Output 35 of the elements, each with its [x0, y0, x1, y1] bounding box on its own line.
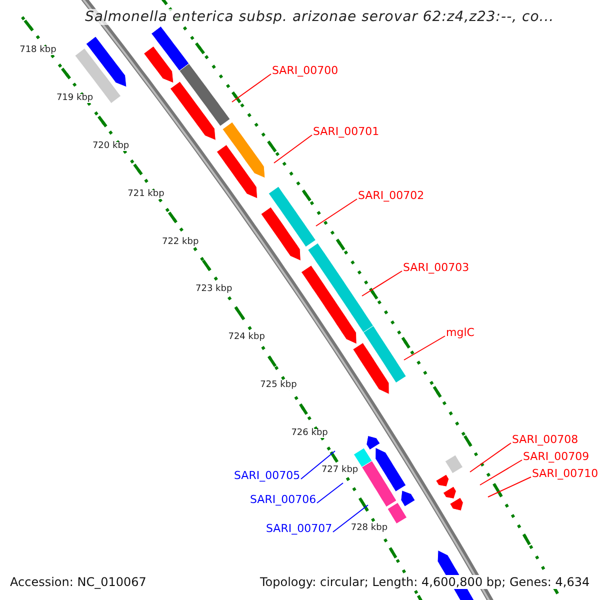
leader-line [470, 442, 512, 472]
leader-line [316, 482, 344, 504]
leader-line [316, 198, 358, 226]
leader-line [332, 504, 368, 532]
leader-line [480, 460, 522, 486]
leader-line [232, 74, 272, 102]
tick-label: 721 kbp [126, 190, 166, 199]
tick-label: 719 kbp [55, 94, 94, 104]
gene-label: mglC [446, 327, 474, 338]
tick-label: 728 kbp [350, 524, 389, 534]
gene-label: SARI_00709 [523, 451, 590, 462]
leader-line [274, 134, 312, 164]
gene-label: SARI_00707 [266, 523, 332, 534]
gene-label: SARI_00703 [403, 262, 470, 273]
gene-label: SARI_00701 [313, 126, 380, 137]
footer-text: Topology: circular; Length: 4,600,800 bp; Genes: 4,634 [258, 575, 592, 589]
tick-label: 725 kbp [259, 381, 298, 390]
tick-label: 723 kbp [194, 285, 234, 294]
gene-label: SARI_00700 [272, 65, 338, 76]
tick-label: 726 kbp [290, 428, 329, 438]
leader-line [300, 450, 336, 480]
tick-label: 727 kbp [320, 466, 360, 475]
gene-label: SARI_00702 [358, 190, 424, 201]
tick-label: 724 kbp [227, 333, 266, 342]
tick-label: 718 kbp [18, 46, 58, 56]
tick-label: 720 kbp [91, 142, 130, 151]
gene-label: SARI_00708 [512, 434, 578, 445]
leader-line [362, 270, 402, 296]
leader-line [404, 336, 446, 360]
gene-label: SARI_00705 [234, 470, 300, 481]
gene-label: SARI_00706 [250, 494, 316, 505]
footer-text: Accession: NC_010067 [8, 575, 148, 589]
gene-label: SARI_00710 [532, 468, 598, 479]
tick-label: 722 kbp [160, 238, 200, 247]
leader-line [488, 476, 532, 498]
